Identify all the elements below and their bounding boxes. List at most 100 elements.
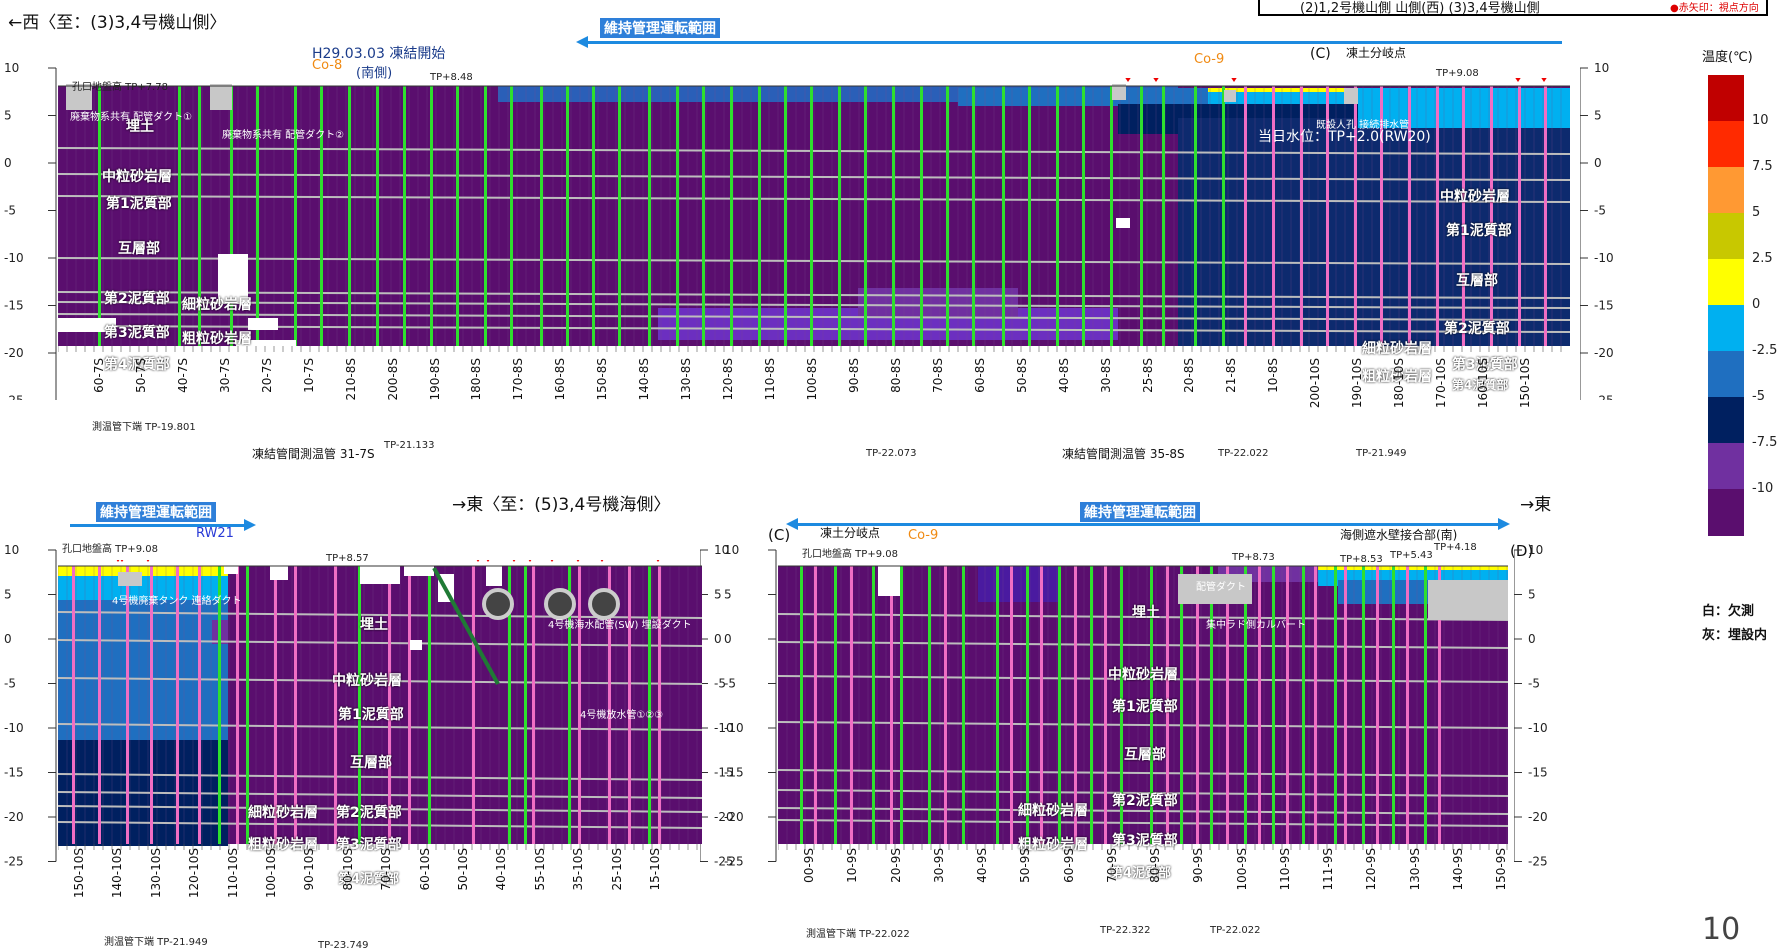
axis-tick-label: 5 — [1594, 109, 1602, 123]
layer-fine-bl: 細粒砂岩層 — [248, 805, 318, 821]
pipe-label: 70-8S — [930, 358, 945, 393]
pipe-label: 70-10S — [379, 848, 394, 891]
axis-tick-label: 10 — [714, 543, 729, 557]
note7-top: TP-21.949 — [1356, 448, 1407, 459]
axis-tick-label: -10 — [4, 251, 24, 265]
d-mark-br: (D) — [1510, 542, 1534, 560]
legend-swatch — [1708, 75, 1744, 122]
pipe-label: 15-10S — [648, 848, 662, 891]
layer-mud4-br: 第4泥質部 — [1110, 866, 1172, 881]
c-mark-br: (C) — [768, 526, 791, 544]
pipe-label: 50-7S — [133, 358, 148, 393]
pipe-label: 30-7S — [217, 358, 232, 393]
layer-fine-br: 細粒砂岩層 — [1018, 803, 1088, 819]
pipe-label: 130-8S — [679, 358, 694, 401]
pipe-label: 10-8S — [1266, 358, 1281, 393]
viewpoint-note: ●赤矢印：視点方向 — [1670, 3, 1759, 14]
tp-d-br: TP+4.18 — [1434, 542, 1477, 553]
axis-tick-label: -15 — [714, 766, 734, 780]
axis-tick-label: -10 — [1594, 251, 1614, 265]
axis-tick-label: -10 — [1528, 721, 1548, 735]
axis-tick-label: 10 — [1528, 543, 1543, 557]
axis-tick-label: -20 — [4, 810, 24, 824]
layer-coarse-top-r: 粗粒砂岩層 — [1362, 369, 1432, 385]
layer-coarse-top: 粗粒砂岩層 — [182, 331, 252, 347]
pipe-label: 10-7S — [301, 358, 316, 393]
top-cross-section — [58, 78, 1570, 354]
pipe-label: 150-8S — [595, 358, 610, 401]
layer-alt-br: 互層部 — [1124, 747, 1166, 763]
tp-left-br: 孔口地盤高 TP+9.08 — [802, 549, 898, 560]
pipe-label: 60-8S — [972, 358, 987, 393]
c-mark-top: (C) — [1310, 46, 1331, 62]
note1-bl: 測温管下端 TP-21.949 — [104, 937, 208, 948]
layer-mud4-top-r: 第4泥質部 — [1452, 378, 1509, 392]
axis-tick-label: 5 — [714, 588, 722, 602]
layer-alt-top: 互層部 — [118, 241, 160, 257]
co9-br: Co-9 — [908, 528, 939, 543]
layer-mud1-top-r: 第1泥質部 — [1446, 223, 1512, 239]
pipe-label: 160-10S — [1476, 358, 1491, 409]
axis-tick-label: 10 — [724, 543, 739, 557]
layer-mud3-top-r: 第3泥質部 — [1452, 357, 1518, 373]
pipe-label: 40-10S — [494, 848, 509, 891]
pipe-label: 35-10S — [571, 848, 586, 891]
axis-tick-label: -10 — [724, 721, 744, 735]
legend-label: 0 — [1752, 297, 1761, 312]
pipe-label: 190-8S — [427, 358, 442, 401]
water-level: 当日水位：TP+2.0(RW20) — [1258, 129, 1431, 145]
range-label-br: 維持管理運転範囲 — [1080, 502, 1200, 522]
axis-tick-label: -15 — [724, 766, 744, 780]
pipe-label: 120-8S — [721, 358, 736, 401]
legend-white: 白：欠測 — [1702, 604, 1755, 619]
co8-label: Co-8 — [312, 58, 343, 73]
layer-fill-top: 埋土 — [126, 119, 154, 135]
legend-swatch — [1708, 443, 1744, 490]
legend-gray: 灰：埋設内 — [1702, 628, 1768, 643]
pipe-label: 200-10S — [1308, 358, 1323, 409]
layer-sandstone-top-r: 中粒砂岩層 — [1440, 189, 1510, 205]
pipe-label: 111-9S — [1321, 848, 1335, 891]
axis-tick-label: -15 — [1528, 766, 1548, 780]
pipe-label: 170-8S — [511, 358, 526, 401]
axis-tick-label: 0 — [4, 632, 12, 646]
axis-tick-label: -10 — [4, 721, 24, 735]
header-box: (2)1,2号機山側 山側(西) (3)3,4号機山側 ●赤矢印：視点方向 — [1258, 0, 1768, 16]
pipe-label: 130-10S — [148, 848, 163, 899]
range-label-top: 維持管理運転範囲 — [600, 18, 720, 38]
layer-fine-top: 細粒砂岩層 — [182, 297, 252, 313]
axis-tick-label: 0 — [1528, 632, 1536, 646]
legend-label: 2.5 — [1752, 251, 1773, 266]
axis-tick-label: -20 — [1594, 346, 1614, 360]
pipe-label: 100-8S — [805, 358, 819, 401]
pipe-label: 50-10S — [456, 848, 470, 891]
duct2-top: 廃棄物系共有 配管ダクト② — [222, 130, 345, 141]
pipe-label: 150-10S — [1518, 358, 1532, 409]
legend-label: 10 — [1752, 113, 1769, 128]
tp-b-br: TP+8.53 — [1340, 554, 1383, 565]
tp-mid-top: TP+8.48 — [430, 72, 473, 83]
axis-tick-label: 0 — [1594, 156, 1602, 170]
pipe-label: 00-9S — [802, 848, 816, 883]
note2-br: TP-22.322 — [1100, 925, 1151, 936]
freeze-start: H29.03.03 凍結開始 — [312, 46, 446, 62]
pipe-label: 60-10S — [417, 848, 432, 891]
layer-fill-bl: 埋土 — [360, 617, 388, 633]
duct3-bl: 4号機放水管①②③ — [580, 710, 664, 721]
pipe-label: 110-10S — [225, 848, 240, 899]
axis-tick-label: -20 — [724, 810, 744, 824]
layer-mud4-top: 第4泥質部 — [104, 357, 170, 373]
pipe-label: 20-9S — [888, 848, 903, 883]
pipe-label: 140-8S — [637, 358, 652, 401]
legend-label: -7.5 — [1752, 435, 1778, 450]
legend-label: 7.5 — [1752, 159, 1773, 174]
layer-alt-bl: 互層部 — [350, 755, 392, 771]
pipe-label: 60-9S — [1061, 848, 1076, 883]
branch-top: 凍土分岐点 — [1346, 46, 1407, 60]
pipe-label: 21-8S — [1224, 358, 1239, 393]
pipe-label: 20-7S — [259, 358, 274, 393]
axis-tick-label: 5 — [4, 588, 12, 602]
pipe-label: 180-10S — [1392, 358, 1407, 409]
